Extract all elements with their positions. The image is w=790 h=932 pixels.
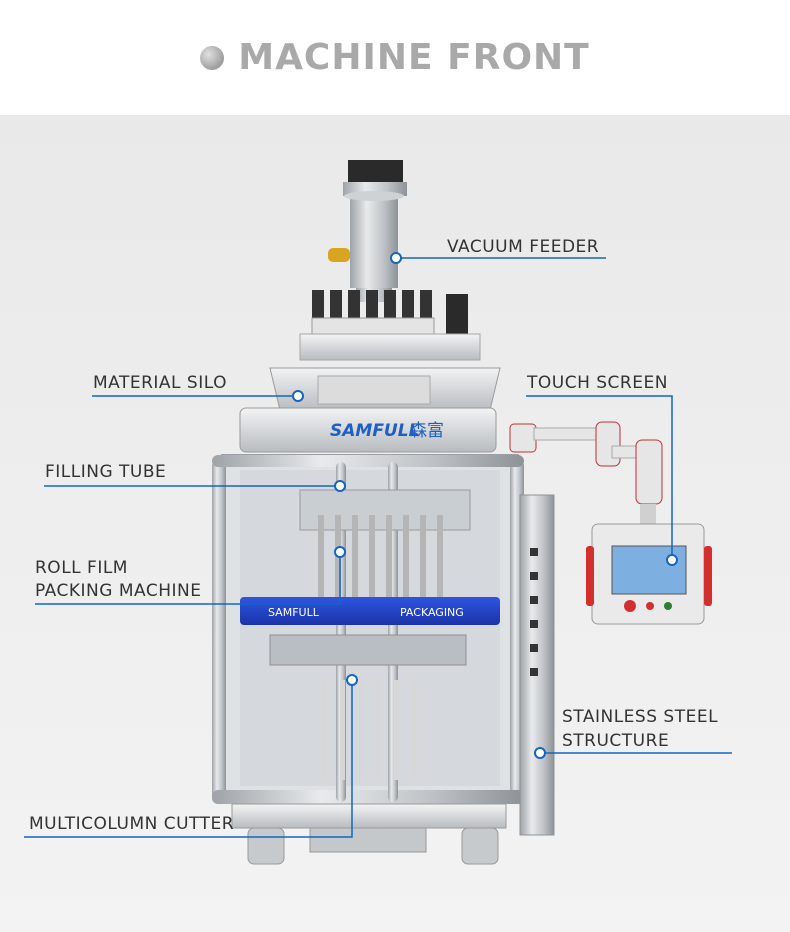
label-material-silo: MATERIAL SILO [93,373,227,393]
marker-filling-tube [334,480,346,492]
material-silo [269,367,501,411]
filling-tubes [299,489,471,615]
touch-screen-unit [509,421,712,625]
marker-material-silo [292,390,304,402]
label-stainless-line1: STAINLESS STEEL [562,707,719,727]
cutter-section [269,634,467,853]
vacuum-feeder [328,160,407,302]
bullet-dot-icon [200,45,225,70]
marker-vacuum-feeder [390,252,402,264]
machine-illustration: SAMFULL 森富 SAM [24,160,732,865]
marker-dots [292,252,678,759]
leader-lines [24,257,732,838]
machine-brand-text: SAMFULL [330,421,419,441]
header-bar: MACHINE FRONT [0,0,790,115]
title-row: MACHINE FRONT [0,37,790,78]
marker-touch-screen [666,554,678,566]
label-roll-film-line2: PACKING MACHINE [35,581,202,601]
page-title: MACHINE FRONT [238,37,590,78]
band-right-text: PACKAGING [400,606,464,619]
packaging-band: SAMFULL PACKAGING [240,597,500,625]
marker-cutter [346,674,358,686]
label-stainless-line2: STRUCTURE [562,731,670,751]
valve-block [299,290,481,361]
label-filling-tube: FILLING TUBE [45,462,167,482]
label-touch-screen: TOUCH SCREEN [527,373,668,393]
marker-stainless-steel [534,747,546,759]
marker-roll-film [334,546,346,558]
machine-brand-cn-text: 森富 [410,421,444,441]
band-left-text: SAMFULL [268,606,320,619]
electrical-cabinet [519,494,555,836]
label-multicolumn-cutter: MULTICOLUMN CUTTER [29,814,235,834]
label-vacuum-feeder: VACUUM FEEDER [447,237,600,257]
product-image: SAMFULL 森富 SAM [0,115,790,932]
label-roll-film-line1: ROLL FILM [35,558,128,578]
brand-panel: SAMFULL 森富 [239,407,497,453]
